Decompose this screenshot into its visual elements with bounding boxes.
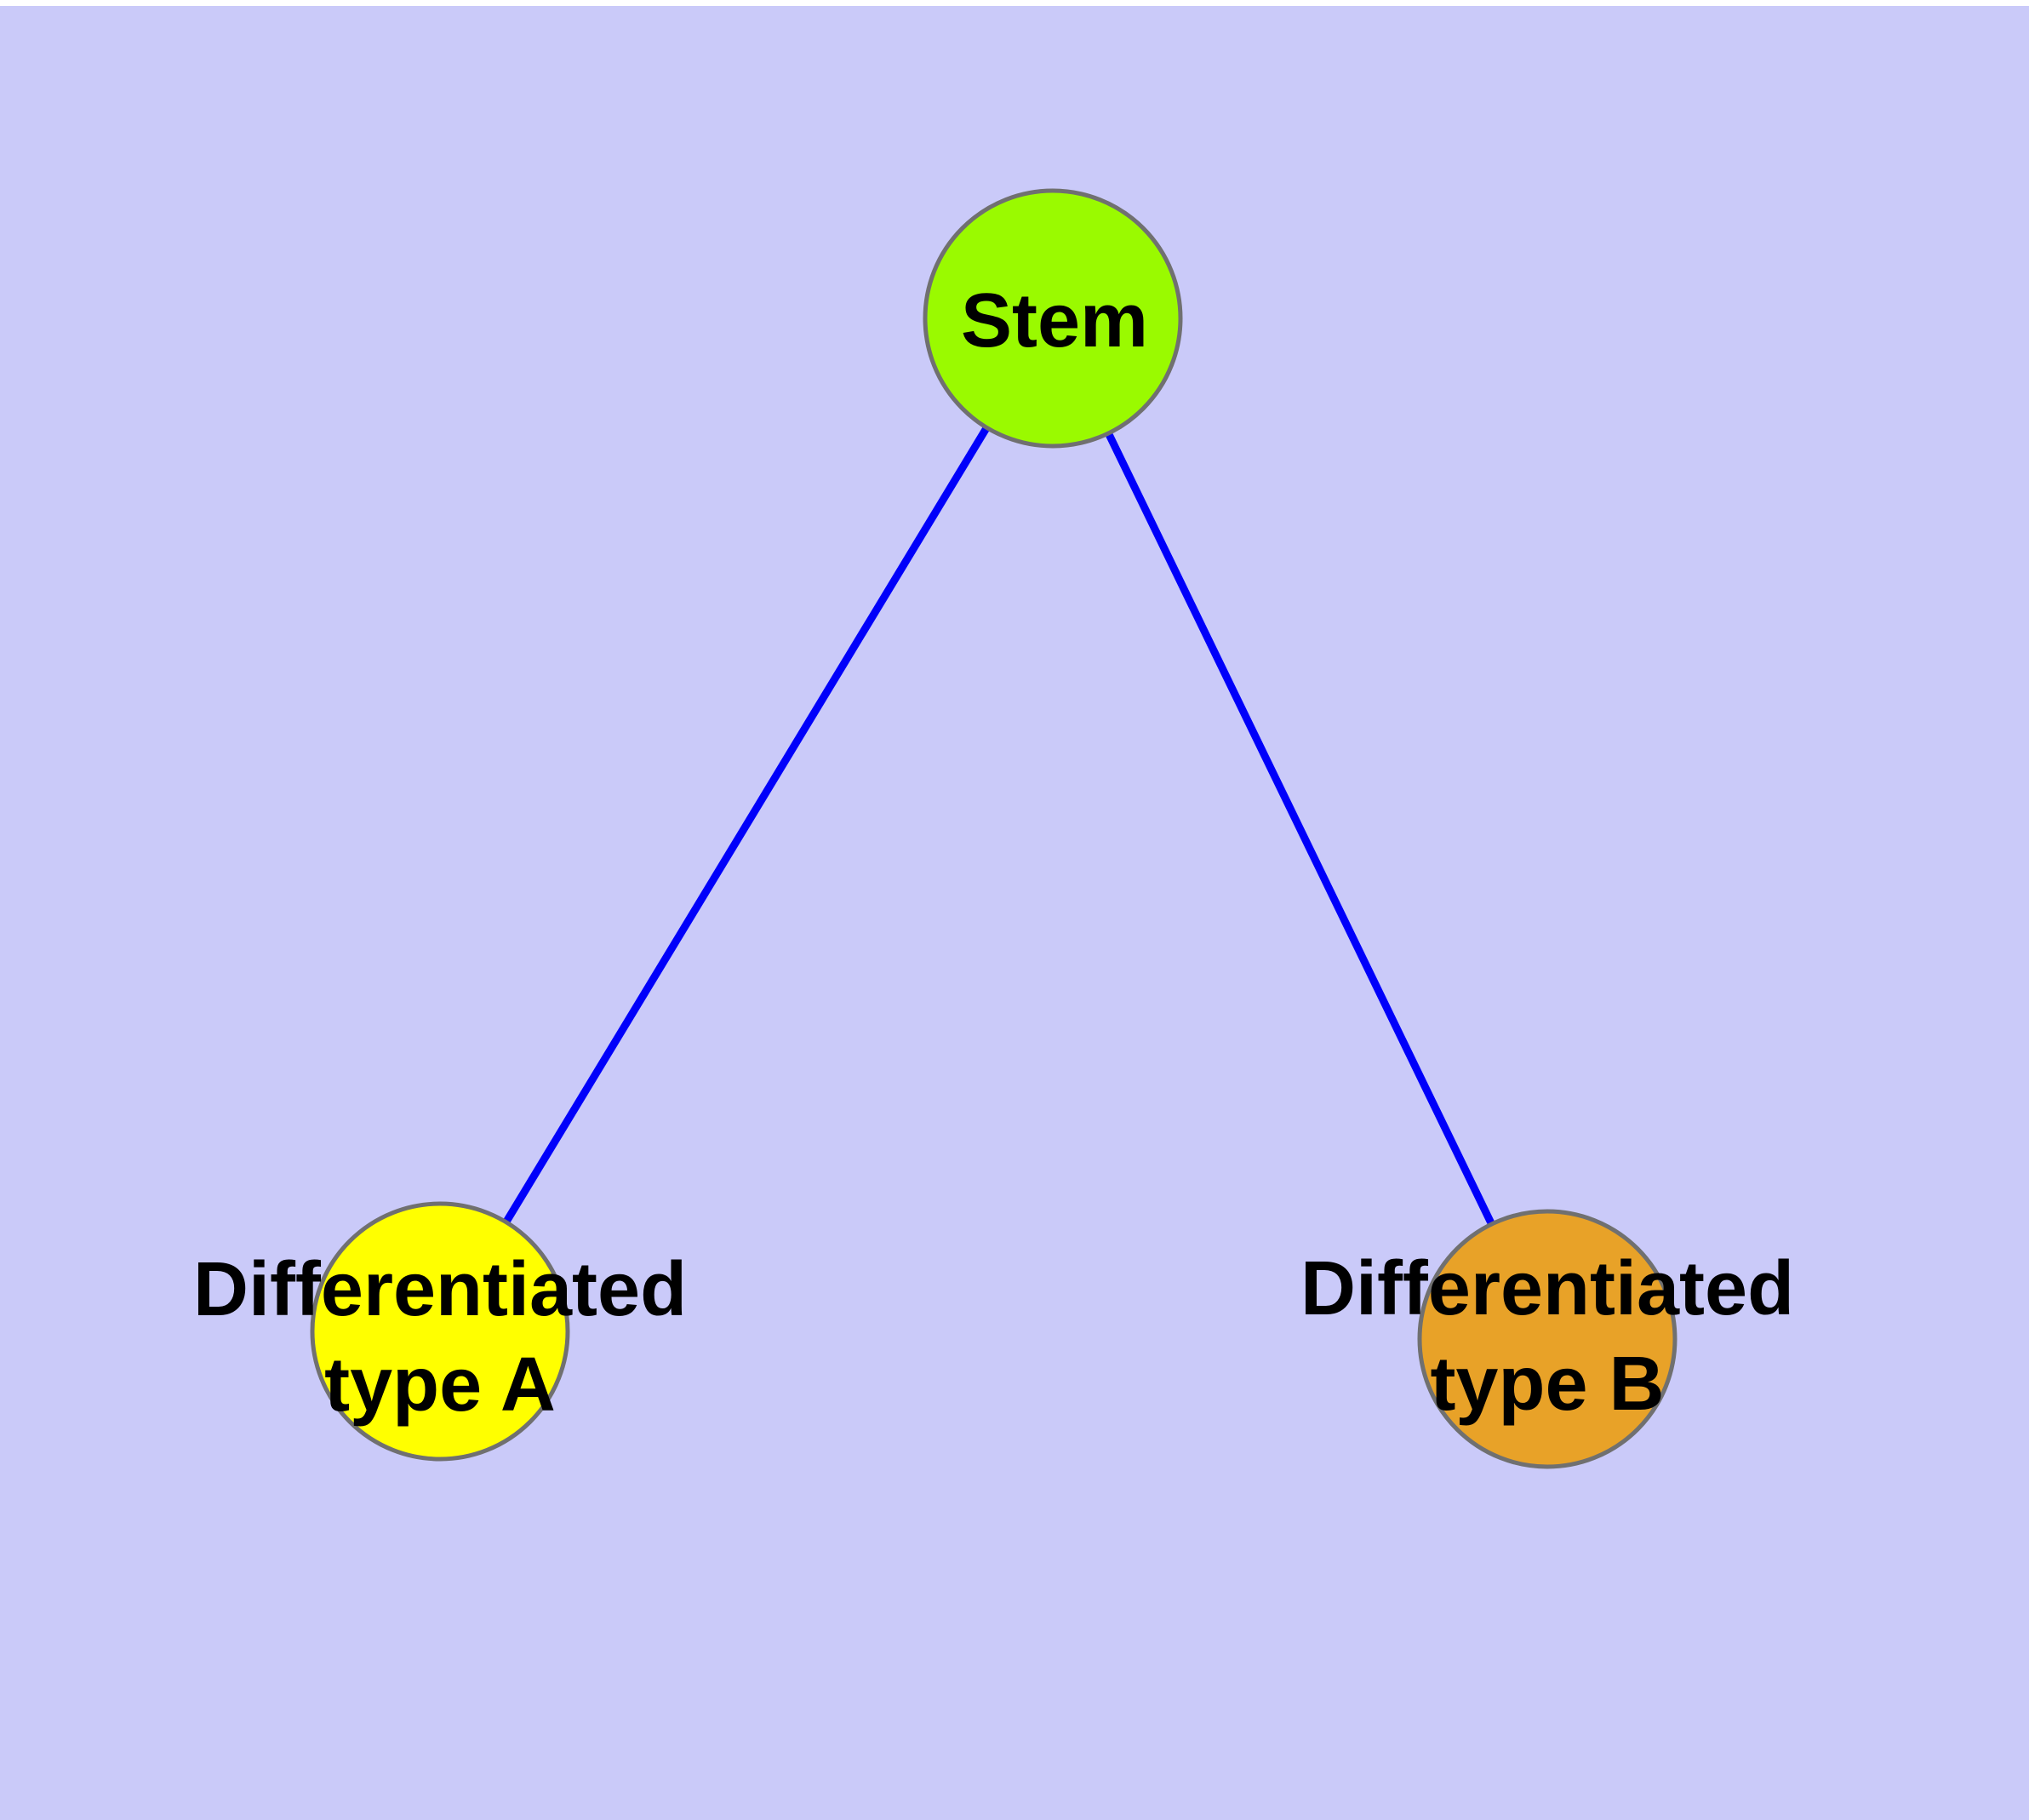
edge-stem-to-type-b[interactable] [1049, 317, 1552, 1341]
node-type-a-label: Differentiated type A [193, 1242, 687, 1433]
node-type-a-label-line-2: type A [324, 1342, 556, 1428]
node-type-a-label-line-1: Differentiated [192, 1247, 688, 1332]
node-type-b-label-line-2: type B [1430, 1342, 1665, 1427]
node-type-b-circle[interactable] [1417, 1209, 1677, 1469]
node-type-a-circle[interactable] [310, 1201, 570, 1462]
node-type-b-label-line-1: Differentiated [1300, 1246, 1795, 1331]
node-stem-circle[interactable] [923, 188, 1183, 449]
node-stem-label-line: Stem [960, 278, 1149, 363]
node-type-b-label: Differentiated type B [1300, 1241, 1794, 1432]
edge-stem-to-type-a[interactable] [437, 316, 1056, 1334]
node-stem-label: Stem [961, 273, 1148, 369]
